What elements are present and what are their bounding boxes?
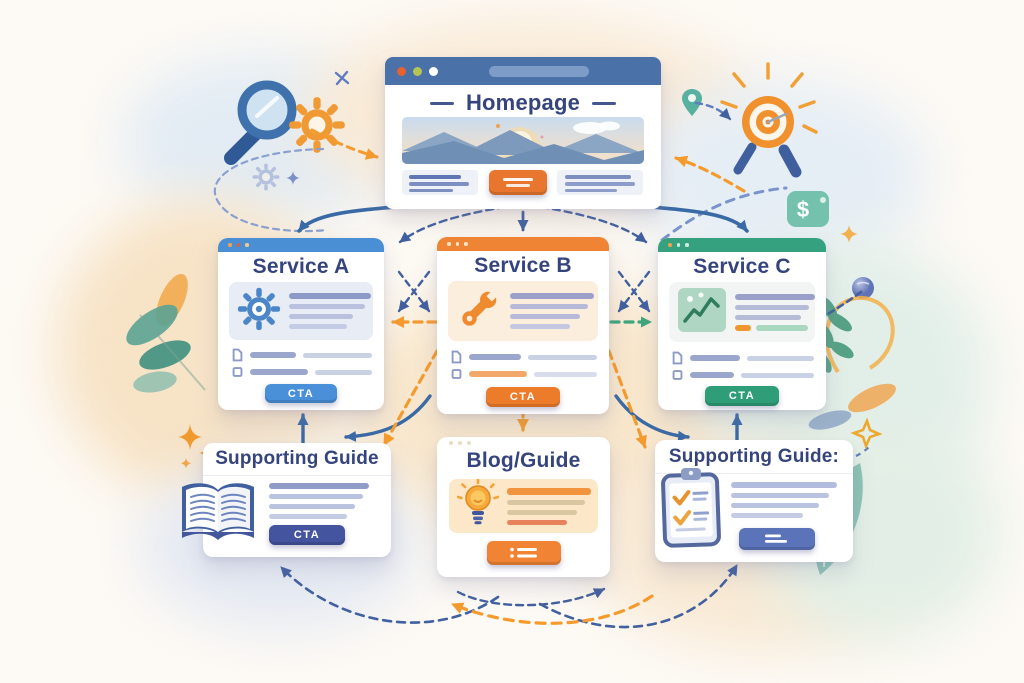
- list-icon: [765, 534, 787, 543]
- list-item: [232, 348, 372, 362]
- gear-icon: [288, 96, 346, 154]
- arrow-bottom-to-blog-right: [456, 587, 606, 607]
- line-chart-icon: [677, 287, 727, 338]
- decor-pin-arrow: [694, 101, 732, 121]
- service-c-card[interactable]: Service C: [658, 238, 826, 410]
- browser-titlebar: [385, 57, 661, 85]
- decor-orange-arrow: [310, 128, 379, 160]
- guide-right-title: Supporting Guide:: [655, 446, 853, 474]
- decor-dashed-arc: [660, 186, 788, 242]
- arrow-service-a-to-guide-left: [382, 349, 439, 447]
- leaf-icon: [110, 270, 240, 410]
- homepage-nav-block: [402, 170, 478, 195]
- sparkle-icon: [286, 171, 300, 190]
- service-c-titlebar: [658, 238, 826, 252]
- dollar-tag-icon: $: [786, 190, 832, 235]
- square-icon: [232, 367, 243, 377]
- skeleton-text: [510, 293, 594, 329]
- list-item: [451, 368, 597, 380]
- open-book-icon: [175, 476, 261, 551]
- decor-dashed-loop: [213, 147, 329, 233]
- guide-right-cta-button[interactable]: [739, 528, 815, 550]
- target-bullseye-icon: [712, 62, 827, 182]
- lightbulb-icon: [456, 477, 500, 534]
- url-bar[interactable]: [489, 65, 589, 77]
- list-item: [451, 350, 597, 364]
- arrow-service-b-to-a-top: [398, 205, 507, 244]
- title-dash: [429, 101, 454, 105]
- list-icon: [510, 547, 537, 558]
- arrow-service-c-to-guide-right: [607, 349, 647, 449]
- cta-label: CTA: [728, 390, 756, 402]
- cta-label: CTA: [293, 529, 321, 541]
- list-item: [672, 369, 814, 381]
- skeleton-text: [731, 482, 843, 518]
- window-dot-icon: [413, 66, 422, 76]
- service-a-feature-panel: [229, 282, 373, 340]
- document-icon: [232, 348, 243, 362]
- arrow-bottom-to-guide-left: [279, 565, 500, 624]
- service-a-cta-button[interactable]: CTA: [265, 384, 337, 403]
- clipboard-checklist-icon: [659, 466, 723, 555]
- homepage-title-row: Homepage: [385, 90, 661, 116]
- list-item: [232, 366, 372, 378]
- window-dot-icon: [429, 66, 438, 76]
- square-icon: [672, 370, 683, 380]
- service-a-title: Service A: [252, 255, 350, 278]
- skeleton-text: [507, 487, 591, 525]
- document-icon: [451, 350, 462, 364]
- gear-icon: [237, 287, 281, 336]
- arrow-bottom-to-blog-left: [450, 594, 654, 625]
- blog-title: Blog/Guide: [466, 449, 581, 472]
- location-pin-icon: [680, 88, 704, 123]
- arrow-cross-a-b-2: [397, 270, 431, 313]
- blog-titlebar: [437, 437, 610, 449]
- supporting-guide-right-card[interactable]: Supporting Guide:: [655, 440, 853, 562]
- arrow-service-b-to-guide-right: [614, 394, 690, 442]
- blog-cta-button[interactable]: [487, 541, 561, 565]
- document-icon: [672, 351, 683, 365]
- magnifying-glass-icon: [215, 70, 315, 170]
- arrow-bottom-to-guide-right: [538, 563, 739, 629]
- title-dash: [592, 101, 617, 105]
- service-c-feature-panel: [669, 282, 815, 342]
- guide-left-title: Supporting Guide: [203, 448, 391, 476]
- cta-label: CTA: [509, 391, 537, 403]
- arrow-service-b-to-c-top: [539, 205, 648, 244]
- service-b-cta-button[interactable]: CTA: [486, 387, 560, 407]
- homepage-title: Homepage: [465, 90, 581, 115]
- service-a-titlebar: [218, 238, 384, 252]
- service-a-card[interactable]: Service A: [218, 238, 384, 410]
- service-b-titlebar: [437, 237, 609, 251]
- decor-orange-arrow: [674, 155, 746, 193]
- gear-blue-icon: [252, 163, 280, 191]
- skeleton-text: [269, 483, 377, 519]
- skeleton-text: [735, 293, 815, 331]
- blog-feature-panel: [449, 477, 598, 534]
- cta-label: CTA: [287, 387, 315, 400]
- service-b-card[interactable]: Service B: [437, 237, 609, 414]
- decor-sphere-dash: [819, 290, 863, 320]
- homepage-cta-button[interactable]: [489, 170, 547, 195]
- homepage-card[interactable]: Homepage: [385, 57, 661, 209]
- dollar-sign: $: [797, 197, 809, 222]
- blog-guide-card[interactable]: Blog/Guide: [437, 437, 610, 577]
- service-c-title: Service C: [693, 255, 791, 278]
- homepage-content-block: [557, 170, 643, 195]
- sparkle-icon: [334, 70, 350, 91]
- square-icon: [451, 369, 462, 379]
- wrench-icon: [456, 286, 502, 337]
- hero-image: [402, 117, 644, 164]
- service-b-title: Service B: [474, 254, 572, 277]
- window-dot-icon: [397, 66, 406, 76]
- supporting-guide-left-card[interactable]: Supporting Guide CTA: [182, 443, 391, 557]
- skeleton-text: [289, 293, 371, 329]
- list-item: [672, 351, 814, 365]
- service-c-cta-button[interactable]: CTA: [705, 386, 779, 406]
- service-b-feature-panel: [448, 281, 598, 341]
- guide-left-cta-button[interactable]: CTA: [269, 525, 345, 545]
- sparkle-icon: [840, 225, 858, 248]
- arrow-cross-b-c-2: [617, 270, 651, 313]
